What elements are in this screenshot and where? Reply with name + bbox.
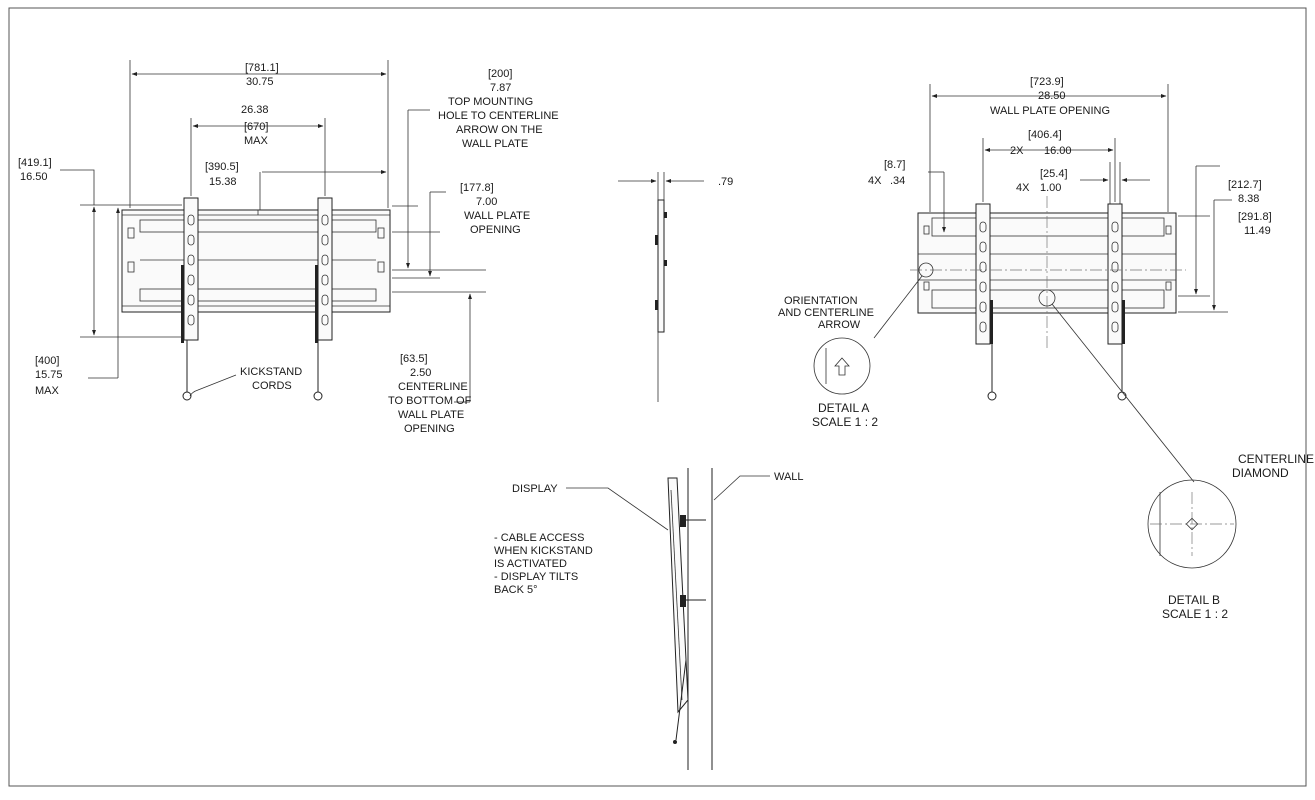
dim-half-width-mm: [390.5] (205, 161, 239, 173)
rear-arm-left (975, 203, 991, 345)
detail-b: CENTERLINE DIAMOND DETAIL B SCALE 1 : 2 (1147, 452, 1314, 621)
centerline-diamond-marker (1038, 289, 1056, 307)
detail-b-callout-1: CENTERLINE (1238, 452, 1314, 466)
dim-plate-height-mm: [212.7] (1228, 179, 1262, 191)
dim-slot-in: 1.00 (1040, 182, 1061, 194)
dim-top-hole-in: 7.87 (490, 82, 511, 94)
detail-a-circle (813, 337, 871, 395)
note-centerline-2: TO BOTTOM OF (388, 395, 472, 407)
dim-max-height-in: 15.75 (35, 369, 63, 381)
note-orientation-3: ARROW (818, 319, 861, 331)
dim-max-height-max: MAX (35, 385, 60, 397)
dim-depth: .79 (718, 176, 733, 188)
dim-height-in: 16.50 (20, 171, 48, 183)
front-arm-right (317, 197, 333, 341)
tilted-display (667, 477, 689, 714)
dim-top-hole-mm: [200] (488, 68, 512, 80)
detail-a-title: DETAIL A (818, 401, 869, 415)
detail-b-callout-2: DIAMOND (1232, 466, 1289, 480)
sheet-border (8, 7, 1307, 787)
note-centerline-3: WALL PLATE (398, 409, 464, 421)
dim-hole-in: .34 (890, 175, 905, 187)
dim-hole-prefix: 4X (868, 175, 882, 187)
detail-a: DETAIL A SCALE 1 : 2 (812, 337, 878, 429)
orientation-arrow-marker (918, 262, 934, 278)
dim-total-height-in: 11.49 (1244, 225, 1271, 237)
front-view: [781.1] 30.75 26.38 [670] MAX [390.5] 15… (18, 60, 559, 435)
dim-max-height-mm: [400] (35, 355, 59, 367)
dim-stud-mm: [406.4] (1028, 129, 1062, 141)
note-kickstand-2: CORDS (252, 380, 292, 392)
note-tilt-2: WHEN KICKSTAND (494, 545, 593, 557)
note-top-hole-2: HOLE TO CENTERLINE (438, 110, 559, 122)
dim-plate-height-in: 8.38 (1238, 193, 1259, 205)
dim-slot-mm: [25.4] (1040, 168, 1068, 180)
dim-slot-prefix: 4X (1016, 182, 1030, 194)
note-centerline-4: OPENING (404, 423, 455, 435)
detail-b-circle (1147, 479, 1237, 569)
dim-opening-mm: [723.9] (1030, 76, 1064, 88)
dim-arm-spacing-max: MAX (244, 135, 269, 147)
note-tilt-4: - DISPLAY TILTS (494, 571, 578, 583)
dim-half-width-in: 15.38 (209, 176, 237, 188)
arrow-up-icon (834, 357, 850, 376)
dim-centerline-in: 2.50 (410, 367, 431, 379)
note-orientation-1: ORIENTATION (784, 295, 858, 307)
note-top-hole-1: TOP MOUNTING (448, 96, 533, 108)
rear-arm-right (1107, 203, 1123, 345)
dim-total-height-mm: [291.8] (1238, 211, 1272, 223)
note-orientation-2: AND CENTERLINE (778, 307, 874, 319)
dim-centerline-mm: [63.5] (400, 353, 428, 365)
front-arm-left (183, 197, 199, 341)
note-kickstand-1: KICKSTAND (240, 366, 302, 378)
note-opening: WALL PLATE OPENING (990, 105, 1110, 117)
note-tilt-5: BACK 5° (494, 584, 538, 596)
side-profile (657, 199, 665, 333)
dim-stud-in: 16.00 (1044, 145, 1072, 157)
label-wall: WALL (774, 471, 804, 483)
dim-wall-opening-in: 7.00 (476, 196, 497, 208)
rear-view: [723.9] 28.50 WALL PLATE OPENING [406.4]… (778, 76, 1272, 483)
front-frame (121, 209, 391, 313)
note-wall-opening-1: WALL PLATE (464, 210, 530, 222)
note-tilt-3: IS ACTIVATED (494, 558, 567, 570)
dim-arm-spacing-in: 26.38 (241, 104, 269, 116)
diamond-icon (1185, 517, 1199, 531)
note-wall-opening-2: OPENING (470, 224, 521, 236)
dim-wall-opening-mm: [177.8] (460, 182, 494, 194)
side-view: .79 (618, 172, 733, 402)
note-top-hole-3: ARROW ON THE (456, 124, 543, 136)
dim-overall-mm: [781.1] (245, 62, 279, 74)
detail-b-title: DETAIL B (1168, 593, 1220, 607)
note-top-hole-4: WALL PLATE (462, 138, 528, 150)
note-centerline-1: CENTERLINE (398, 381, 468, 393)
label-display: DISPLAY (512, 483, 558, 495)
dim-arm-spacing-mm: [670] (244, 121, 268, 133)
tilt-view: DISPLAY WALL - CABLE ACCESS WHEN KICKSTA… (494, 468, 804, 770)
dim-height-mm: [419.1] (18, 157, 52, 169)
dim-stud-prefix: 2X (1010, 145, 1024, 157)
detail-a-scale: SCALE 1 : 2 (812, 415, 878, 429)
dim-hole-mm: [8.7] (884, 159, 905, 171)
detail-b-scale: SCALE 1 : 2 (1162, 607, 1228, 621)
note-tilt-1: - CABLE ACCESS (494, 532, 584, 544)
dim-opening-in: 28.50 (1038, 90, 1066, 102)
dim-overall-in: 30.75 (246, 76, 274, 88)
